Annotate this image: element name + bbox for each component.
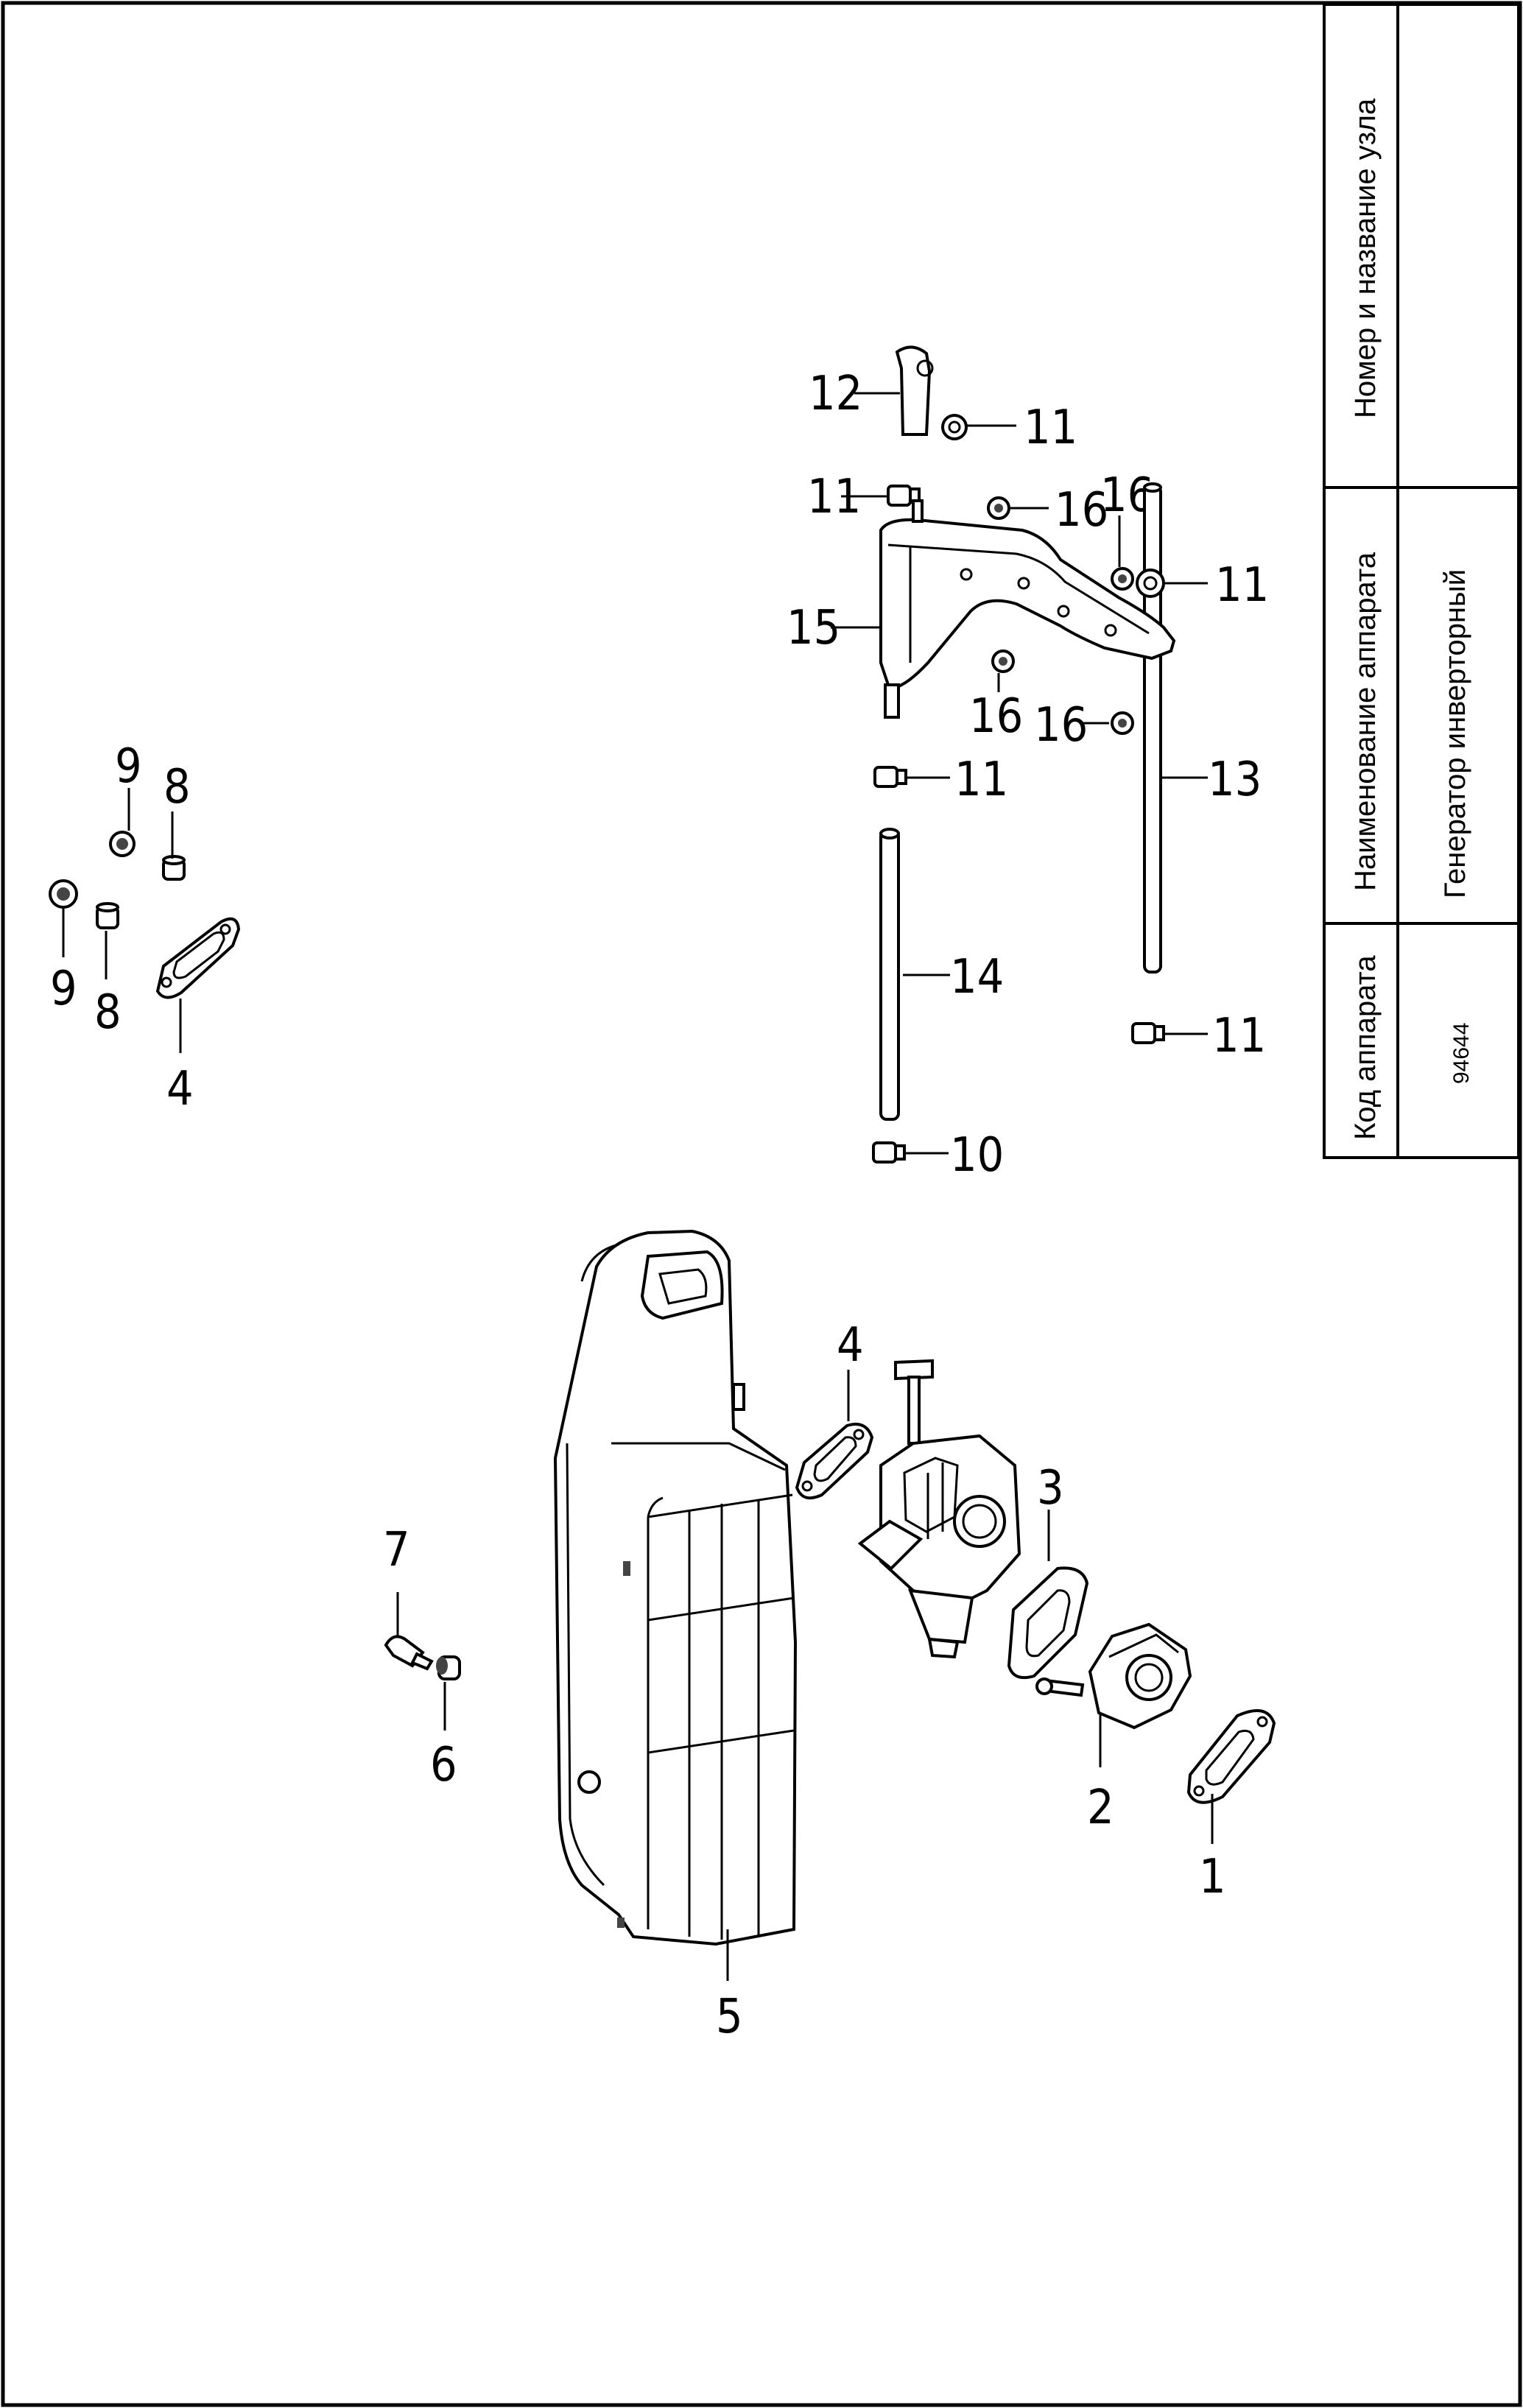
callout-9-top: 9 <box>115 739 142 794</box>
unit-header: Номер и название узла <box>1349 98 1382 418</box>
callout-11-left: 11 <box>807 470 861 524</box>
air-filter-housing-5 <box>553 1229 798 1946</box>
carburetor <box>857 1359 1021 1659</box>
spacer-8-top <box>162 855 186 881</box>
clip-10 <box>872 1141 906 1163</box>
insulator-2 <box>1035 1622 1192 1730</box>
intake-assembly-group: 5 7 6 4 <box>383 1229 1276 2044</box>
callout-11-top: 11 <box>1024 401 1077 455</box>
nut-9-bottom <box>49 879 78 909</box>
clip-11-right <box>1136 568 1165 598</box>
bolt-7 <box>384 1635 434 1671</box>
apparatus-code: 94644 <box>1449 1022 1474 1084</box>
spacer-6 <box>436 1655 461 1680</box>
name-value-cell: Генератор инверторный <box>1396 486 1520 925</box>
callout-10: 10 <box>950 1128 1004 1183</box>
name-header-cell: Наименование аппарата <box>1323 486 1399 925</box>
gasket-1 <box>1186 1709 1276 1804</box>
cap-16-c <box>991 649 1015 673</box>
callout-8-bottom: 8 <box>94 985 122 1040</box>
callout-5: 5 <box>716 1990 743 2044</box>
gasket-4-left <box>155 917 241 999</box>
callout-16-a: 16 <box>1055 483 1108 538</box>
callout-16-d: 16 <box>1034 698 1088 753</box>
tube-12 <box>895 345 934 436</box>
callout-7: 7 <box>383 1523 410 1577</box>
callout-11-right: 11 <box>1215 558 1269 613</box>
unit-value-cell <box>1396 3 1520 489</box>
clip-11-top <box>941 414 968 440</box>
callout-15: 15 <box>787 601 840 655</box>
cap-16-b <box>1111 567 1134 591</box>
code-header-cell: Код аппарата <box>1323 922 1399 1159</box>
title-block: Номер и название узла Наименование аппар… <box>1323 3 1520 1159</box>
callout-4-left: 4 <box>166 1062 194 1116</box>
manifold-15 <box>879 499 1176 719</box>
code-value-cell: 94644 <box>1396 922 1520 1159</box>
clip-11-low <box>1131 1022 1165 1044</box>
gasket-3 <box>1007 1566 1089 1680</box>
callout-12: 12 <box>809 367 862 421</box>
callout-14: 14 <box>950 950 1004 1004</box>
tube-13 <box>1143 482 1162 974</box>
callout-13: 13 <box>1208 753 1262 807</box>
callout-9-bottom: 9 <box>50 962 77 1016</box>
clip-11-mid <box>873 766 907 788</box>
apparatus-name: Генератор инверторный <box>1439 568 1471 898</box>
callout-2: 2 <box>1087 1781 1114 1835</box>
callout-1: 1 <box>1199 1850 1226 1904</box>
gasket-4-carb <box>795 1423 874 1500</box>
upper-tube-group: 12 11 11 16 <box>787 345 1269 1183</box>
left-parts-group: 9 8 9 8 <box>49 739 241 1116</box>
callout-6: 6 <box>430 1738 457 1792</box>
code-header: Код аппарата <box>1349 955 1382 1140</box>
tube-14 <box>879 828 900 1121</box>
cap-16-a <box>987 496 1010 520</box>
cap-16-d <box>1111 711 1134 735</box>
unit-header-cell: Номер и название узла <box>1323 3 1399 489</box>
nut-9-top <box>109 831 136 857</box>
spacer-8-bottom <box>96 902 119 929</box>
callout-3: 3 <box>1037 1461 1064 1515</box>
callout-4-carb: 4 <box>837 1318 864 1373</box>
callout-8-top: 8 <box>163 760 191 814</box>
callout-11-low: 11 <box>1212 1009 1266 1063</box>
callout-11-mid: 11 <box>954 753 1008 807</box>
name-header: Наименование аппарата <box>1349 552 1382 891</box>
callout-16-c: 16 <box>969 689 1023 744</box>
